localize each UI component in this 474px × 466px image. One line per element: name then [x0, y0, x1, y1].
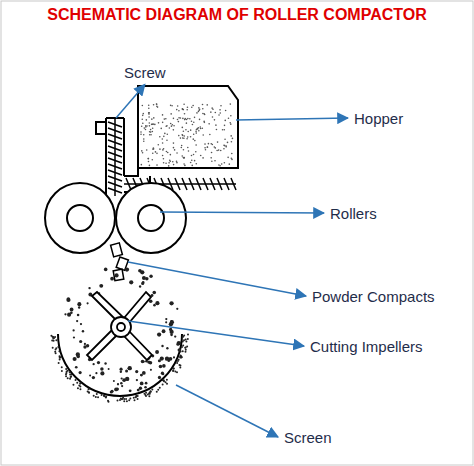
leader-arrow: [116, 85, 145, 119]
powder-compacts: [111, 243, 129, 281]
part-label: Screw: [124, 64, 166, 81]
granules: [50, 267, 189, 402]
roller-hub: [67, 205, 93, 231]
screw-thread: [108, 118, 236, 196]
leader-arrow: [128, 262, 306, 296]
hopper-body: [138, 86, 238, 168]
leader-arrow: [176, 385, 278, 437]
roller: [116, 183, 186, 253]
diagram-title: SCHEMATIC DIAGRAM OF ROLLER COMPACTOR: [47, 6, 427, 24]
leader-arrow: [160, 212, 324, 213]
roller: [45, 183, 115, 253]
cutting-impeller: [87, 292, 152, 360]
part-label: Screen: [284, 429, 332, 446]
part-label: Rollers: [330, 205, 377, 222]
inlet: [96, 122, 106, 134]
leader-arrow: [128, 321, 304, 346]
leader-arrow: [236, 118, 348, 120]
leader-arrows: [116, 85, 348, 438]
screw-housing: [106, 118, 124, 196]
roller-hub: [138, 205, 164, 231]
part-label: Powder Compacts: [312, 288, 435, 305]
screen: [58, 334, 182, 396]
powder-fill: [140, 103, 233, 166]
part-label: Cutting Impellers: [310, 338, 423, 355]
part-label: Hopper: [354, 110, 403, 127]
